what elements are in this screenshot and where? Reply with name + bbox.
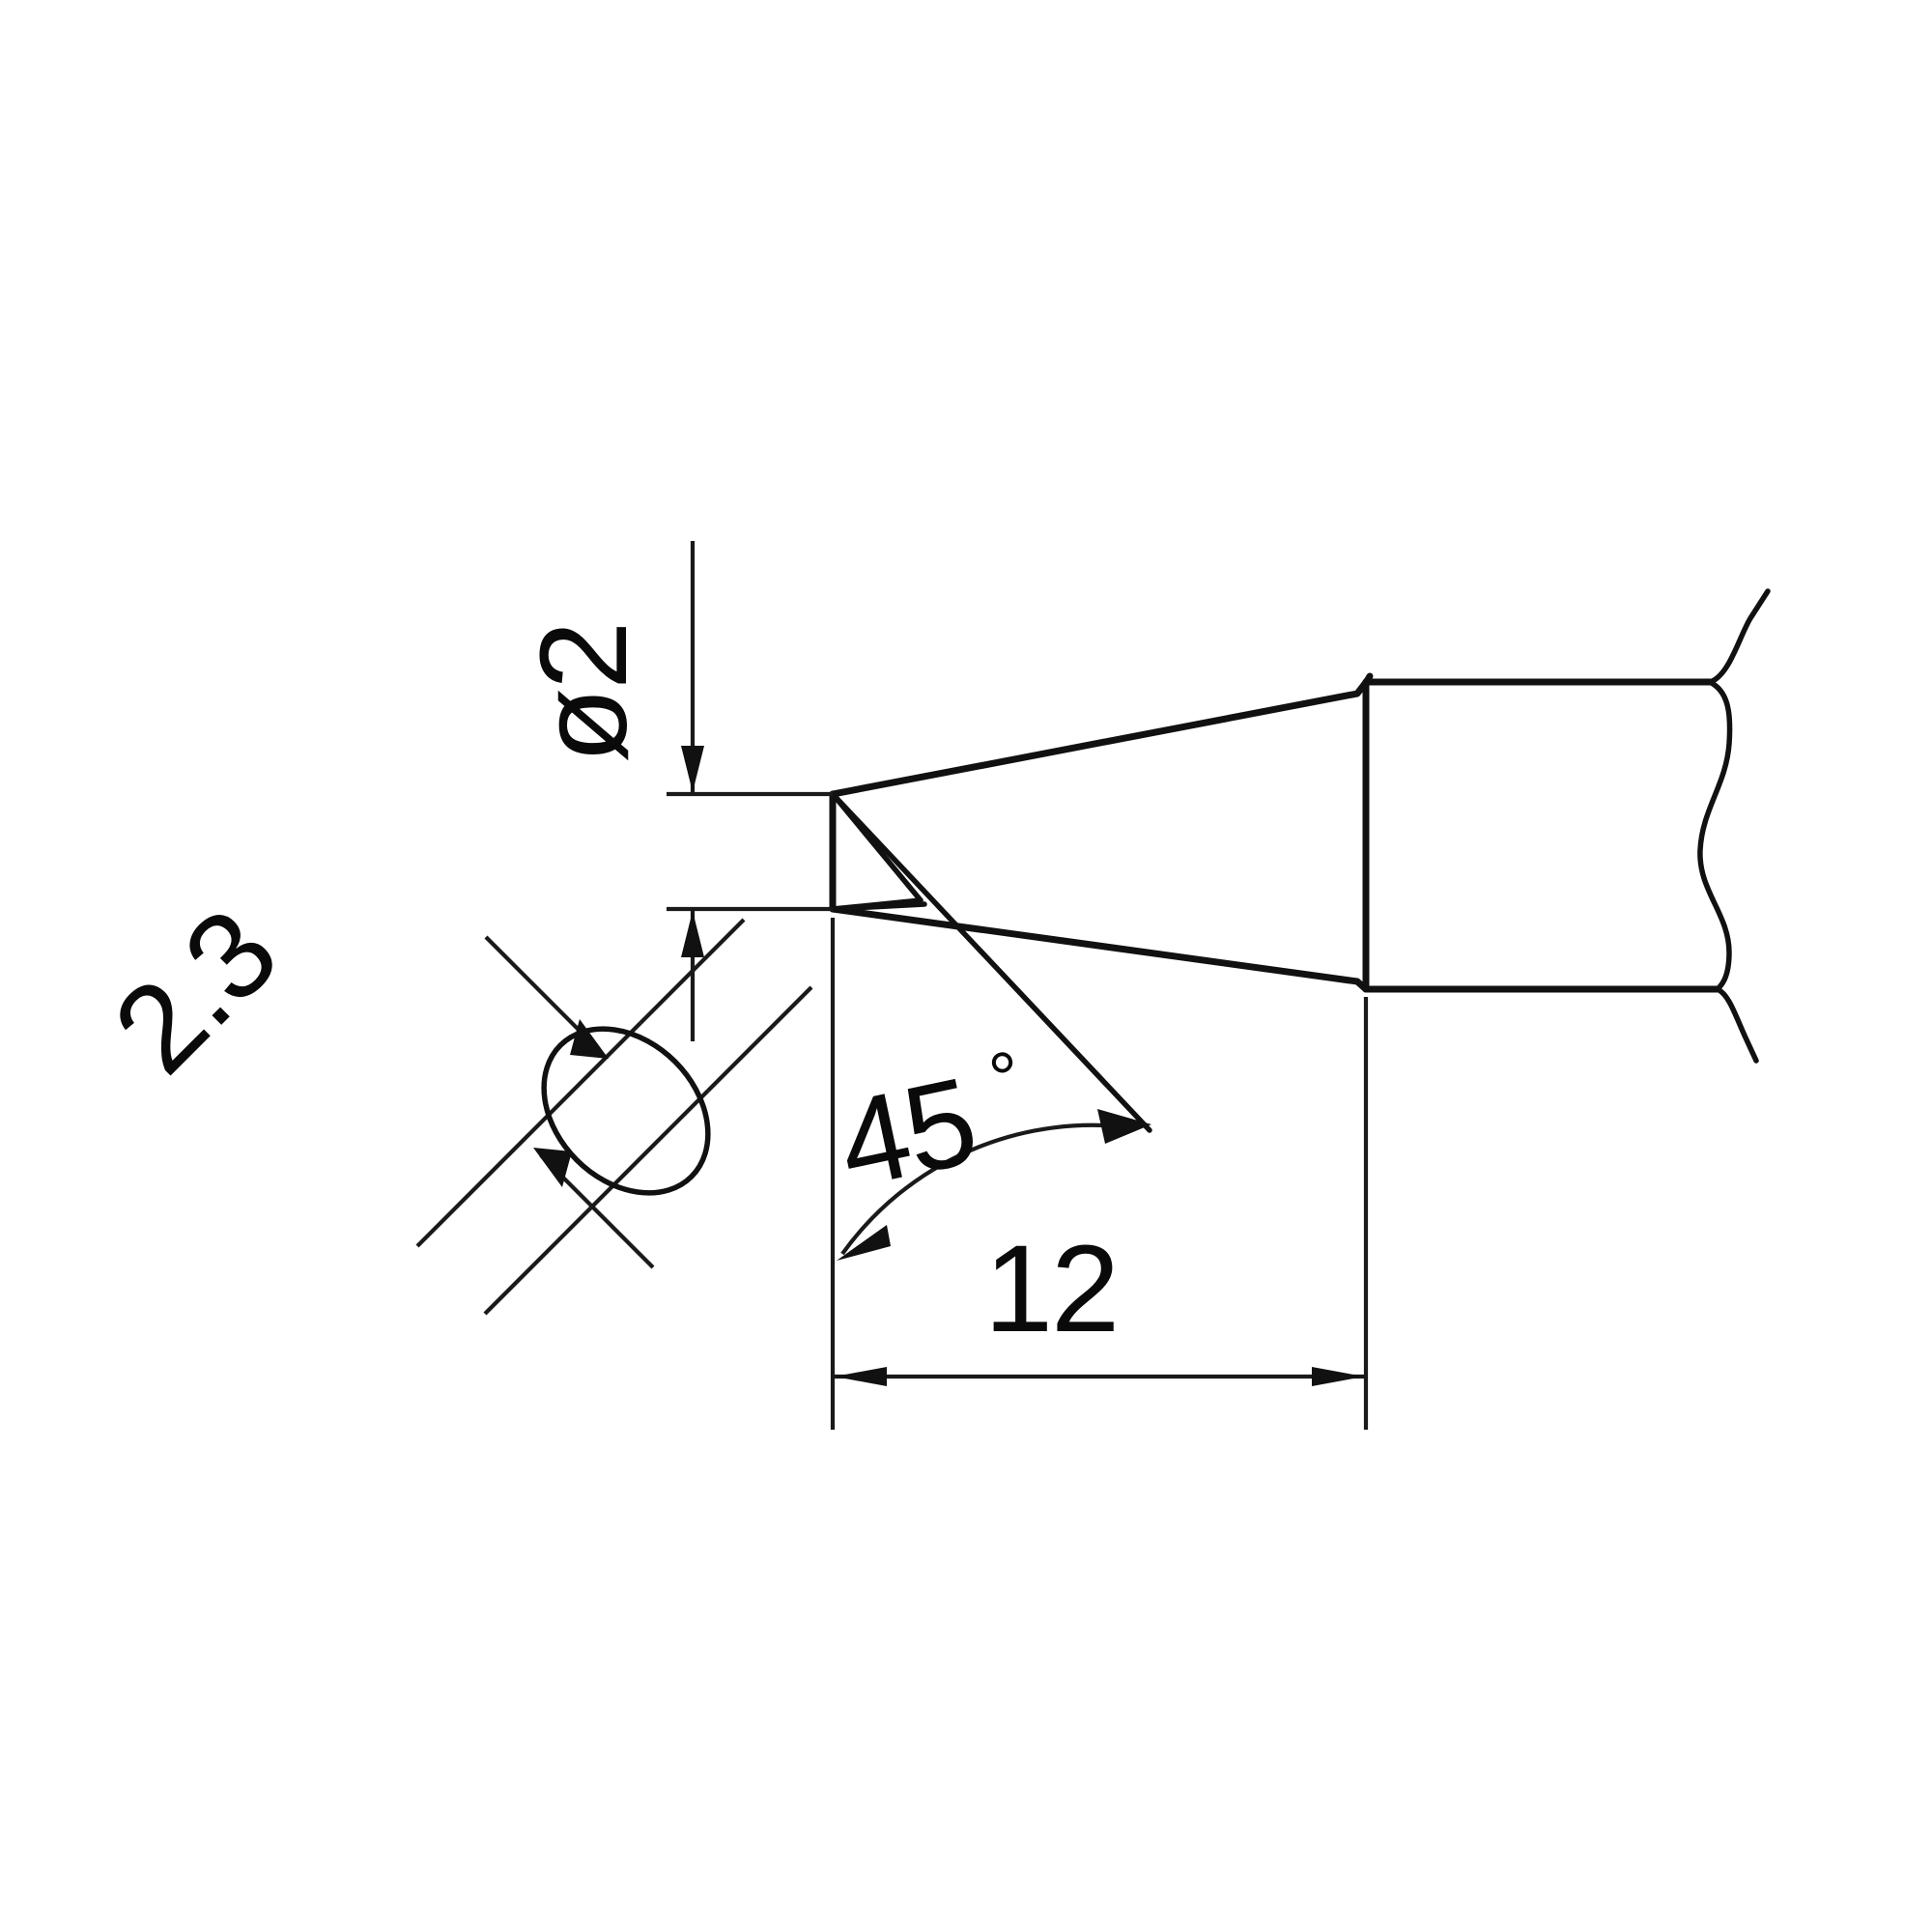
break-line-group — [1697, 588, 1771, 1064]
diameter-label: ø2 — [515, 623, 653, 763]
angle-arrow-end — [1097, 1109, 1151, 1144]
diameter-arrow-top — [681, 746, 704, 792]
length-dimension-group: 12 — [830, 918, 1369, 1430]
tip-body-outline — [829, 672, 1721, 993]
face-width-ext-upper-a — [415, 1021, 642, 1248]
angle-dimension-group: 45 ° — [827, 1036, 1151, 1261]
bevel-projection-line — [830, 791, 1152, 1133]
angle-arc — [840, 1122, 1137, 1256]
diameter-dimension-group: ø2 — [515, 541, 833, 1041]
length-arrow-right — [1312, 1367, 1364, 1386]
face-width-arrow-lower — [533, 1148, 572, 1187]
lower-taper-edge — [829, 905, 1370, 993]
angle-label-group: 45 ° — [827, 1036, 1027, 1215]
diameter-arrow-bottom — [681, 911, 704, 957]
tip-bevel-detail — [830, 791, 1152, 1133]
angle-label: 45 — [827, 1052, 986, 1215]
face-width-ext-upper-b — [639, 918, 746, 1025]
bevel-base-edge — [830, 901, 927, 912]
face-width-ext-lower-a — [483, 1089, 710, 1316]
bevel-face-ellipse — [541, 1026, 711, 1196]
length-label: 12 — [984, 1220, 1118, 1358]
break-squiggle — [1697, 588, 1771, 1064]
angle-arrow-start — [837, 1225, 891, 1261]
face-width-ext-lower-b — [706, 985, 813, 1093]
face-width-arrow-upper — [570, 1019, 609, 1059]
length-arrow-left — [835, 1367, 887, 1386]
